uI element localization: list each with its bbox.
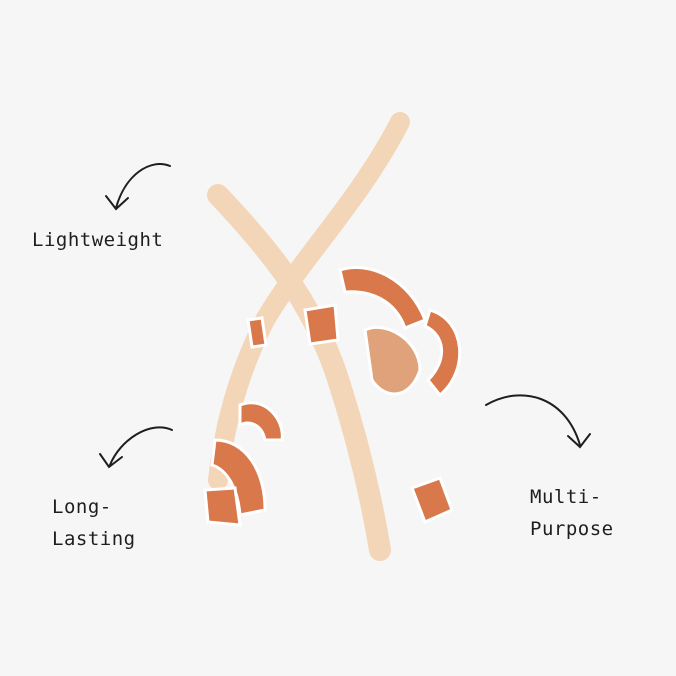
label-long-line1: Long-	[52, 496, 112, 518]
arrow-multi-purpose-icon	[485, 394, 591, 449]
label-multi-line2: Purpose	[530, 518, 614, 540]
label-long-line2: Lasting	[52, 528, 136, 550]
swatch-stroke-right	[207, 184, 391, 561]
shavings	[203, 265, 462, 527]
swatch-stroke-left	[208, 112, 410, 490]
arrow-long-lasting-icon	[99, 426, 173, 469]
arrow-icons	[99, 163, 591, 469]
arrow-lightweight-icon	[105, 163, 171, 211]
label-multi-line1: Multi-	[530, 486, 602, 508]
label-lightweight: Lightweight	[32, 229, 164, 251]
